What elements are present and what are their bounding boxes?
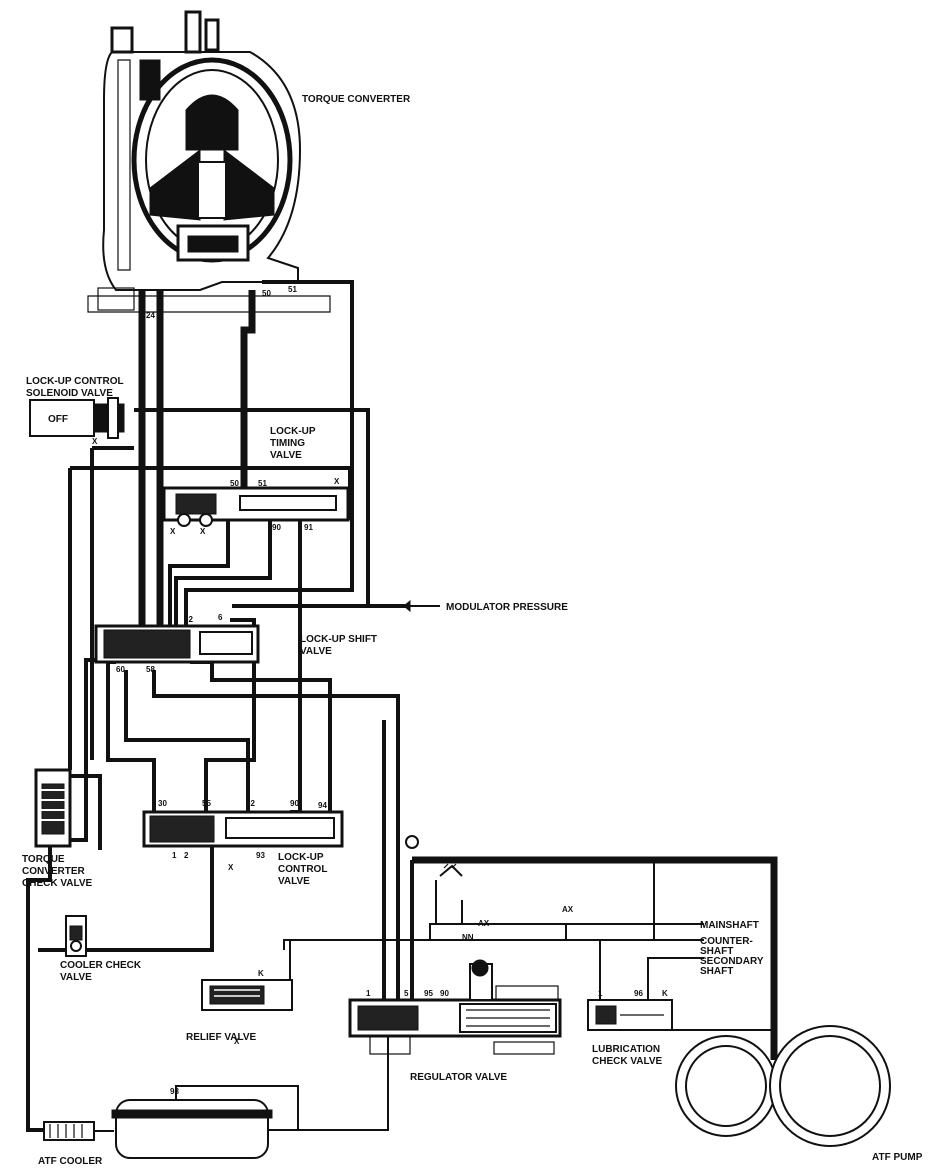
relief-valve-label: RELIEF VALVE <box>186 1032 257 1043</box>
port-k-relief: K <box>258 969 264 978</box>
pressure-gauge <box>405 835 419 849</box>
cooler-check-label-line2: VALVE <box>60 972 92 983</box>
regulator-valve-label: REGULATOR VALVE <box>410 1072 507 1083</box>
atf-pump <box>675 1025 891 1147</box>
port-93: 93 <box>256 851 265 860</box>
lubrication-label-line1: LUBRICATION <box>592 1044 660 1055</box>
port-98: 98 <box>170 1087 179 1096</box>
lubrication-check-valve <box>587 999 673 1031</box>
port-k-lubrication: K <box>662 989 668 998</box>
lock-up-control-valve <box>142 810 344 848</box>
port-30: 30 <box>158 799 167 808</box>
shift-label-line1: LOCK-UP SHIFT <box>300 634 377 645</box>
port-ax-1: AX <box>478 919 490 928</box>
torque-converter-label: TORQUE CONVERTER <box>302 94 411 105</box>
port-50-timing: 50 <box>230 479 239 488</box>
port-51: 51 <box>288 285 297 294</box>
modulator-arrow <box>403 599 440 613</box>
tc-check-label-line3: CHECK VALVE <box>22 878 93 889</box>
atf-cooler-label: ATF COOLER <box>38 1156 103 1167</box>
port-58: 58 <box>146 665 155 674</box>
countershaft-label-line2: SHAFT <box>700 946 733 957</box>
port-x-timing-3: X <box>334 477 340 486</box>
port-x-timing-2: X <box>200 527 206 536</box>
port-x-solenoid: X <box>92 437 98 446</box>
port-2-control: 2 <box>184 851 189 860</box>
relief-valve <box>201 979 293 1011</box>
port-1-regulator: 1 <box>366 989 371 998</box>
atf-pump-label: ATF PUMP <box>872 1152 923 1163</box>
lock-up-shift-valve <box>94 624 260 664</box>
regulator-valve <box>348 959 562 1055</box>
port-91-timing: 91 <box>304 523 313 532</box>
atf-sump <box>111 1099 273 1159</box>
lubrication-label-line2: CHECK VALVE <box>592 1056 663 1067</box>
port-60: 60 <box>116 665 125 674</box>
timing-label-line2: TIMING <box>270 438 305 449</box>
port-ax-2: AX <box>562 905 574 914</box>
port-51-timing: 51 <box>258 479 267 488</box>
solenoid-label-line1: LOCK-UP CONTROL <box>26 376 124 387</box>
tc-check-label-line2: CONVERTER <box>22 866 86 877</box>
tc-check-label-line1: TORQUE <box>22 854 65 865</box>
shift-label-line2: VALVE <box>300 646 332 657</box>
port-90-timing: 90 <box>272 523 281 532</box>
fluid-lines <box>26 280 778 1132</box>
port-1-control: 1 <box>172 851 177 860</box>
lock-up-timing-valve <box>162 486 350 527</box>
ax-fitting <box>439 863 463 877</box>
cooler-check-label-line1: COOLER CHECK <box>60 960 142 971</box>
control-label-line1: LOCK-UP <box>278 852 324 863</box>
torque-converter <box>87 10 331 313</box>
modulator-pressure-label: MODULATOR PRESSURE <box>446 602 568 613</box>
port-92-control: 92 <box>246 799 255 808</box>
countershaft-label-line1: COUNTER- <box>700 936 753 947</box>
port-90-control: 90 <box>290 799 299 808</box>
port-55: 55 <box>202 799 211 808</box>
torque-converter-check-valve <box>34 768 72 848</box>
control-label-line2: CONTROL <box>278 864 327 875</box>
port-6: 6 <box>218 613 223 622</box>
port-92: 92 <box>184 615 193 624</box>
solenoid-state: OFF <box>48 414 68 425</box>
control-label-line3: VALVE <box>278 876 310 887</box>
atf-cooler <box>43 1121 114 1141</box>
port-50: 50 <box>262 289 271 298</box>
lock-up-control-solenoid-valve <box>29 397 125 439</box>
solenoid-label-line2: SOLENOID VALVE <box>26 388 113 399</box>
port-24: 24 <box>146 311 155 320</box>
cooler-check-valve <box>65 915 87 957</box>
port-nn: NN <box>462 933 474 942</box>
port-x-control: X <box>228 863 234 872</box>
port-x-relief: X <box>234 1037 240 1046</box>
port-94: 94 <box>318 801 327 810</box>
port-5: 5 <box>404 989 409 998</box>
port-1-lubrication: 1 <box>598 989 603 998</box>
port-96: 96 <box>634 989 643 998</box>
port-95: 95 <box>424 989 433 998</box>
mainshaft-label: MAINSHAFT <box>700 920 759 931</box>
timing-label-line3: VALVE <box>270 450 302 461</box>
secondary-label-line1: SECONDARY <box>700 956 764 967</box>
timing-label-line1: LOCK-UP <box>270 426 316 437</box>
secondary-label-line2: SHAFT <box>700 966 733 977</box>
port-90-regulator: 90 <box>440 989 449 998</box>
port-x-timing-1: X <box>170 527 176 536</box>
